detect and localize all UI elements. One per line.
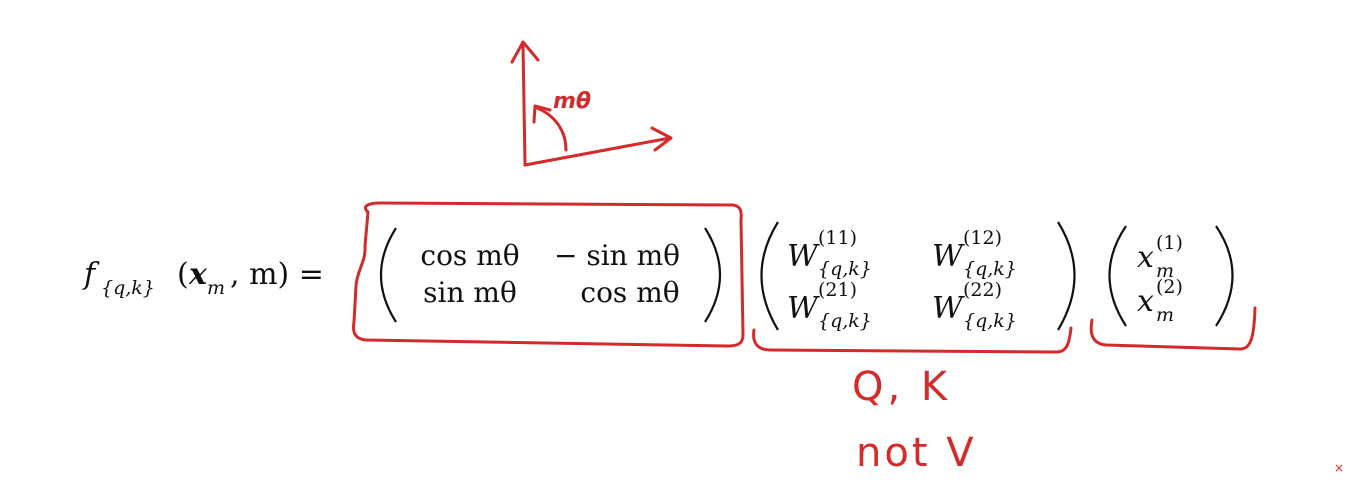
- weight-matrix-bracket: [752, 326, 1073, 354]
- x2-base: x: [1137, 284, 1154, 319]
- rotation-r1c2: − sin mθ: [554, 239, 680, 272]
- qk-label: Q, K: [852, 364, 951, 410]
- weight-matrix: W (11) {q,k} W (12) {q,k} W (21) {q,k} W…: [760, 221, 1076, 332]
- vector-bracket: [1089, 306, 1257, 351]
- x1-sup: (1): [1156, 232, 1183, 254]
- lhs-open-paren: (: [177, 257, 189, 292]
- w22-sup: (22): [963, 279, 1002, 301]
- corner-mark: ×: [1334, 461, 1344, 475]
- x2-sup: (2): [1156, 276, 1183, 298]
- rotation-left-paren: [380, 227, 397, 323]
- lhs-rest: , m) =: [230, 257, 324, 292]
- rotation-right-paren: [704, 227, 721, 323]
- equation-lhs: f {q,k} ( x m , m) =: [82, 257, 324, 299]
- weight-right-paren: [1057, 221, 1076, 331]
- rotation-axes-sketch: [510, 40, 673, 167]
- angle-arc-head: [532, 104, 552, 124]
- vector-left-paren: [1108, 225, 1127, 327]
- rotation-r2c1: sin mθ: [423, 276, 517, 309]
- not-v-label: not V: [856, 430, 977, 476]
- rotation-matrix-box: [352, 201, 745, 348]
- w21-base: W: [787, 291, 820, 326]
- w22-sub: {q,k}: [963, 310, 1017, 332]
- rotation-matrix: cos mθ − sin mθ sin mθ cos mθ: [380, 227, 721, 323]
- lhs-subscript: {q,k}: [101, 277, 155, 299]
- lhs-x-subscript: m: [207, 277, 225, 299]
- w22-base: W: [932, 291, 965, 326]
- x1-base: x: [1137, 240, 1154, 275]
- w12-sub: {q,k}: [963, 258, 1017, 280]
- w21-sup: (21): [818, 279, 857, 301]
- y-axis-arrow-head: [510, 40, 540, 64]
- angle-arc: [535, 106, 568, 152]
- input-vector: x (1) m x (2) m: [1108, 225, 1234, 327]
- w12-base: W: [932, 239, 965, 274]
- weight-left-paren: [760, 221, 779, 331]
- rotation-r1c1: cos mθ: [420, 239, 519, 272]
- lhs-x-bold: x: [188, 257, 208, 292]
- w11-base: W: [787, 239, 820, 274]
- angle-label: mθ: [553, 89, 591, 114]
- x-axis-arrow-head: [650, 126, 673, 152]
- red-markings: [352, 201, 1257, 354]
- w21-sub: {q,k}: [818, 310, 872, 332]
- x-axis-arrow: [523, 136, 672, 167]
- vector-right-paren: [1215, 225, 1234, 327]
- rotation-r2c2: cos mθ: [580, 276, 679, 309]
- w11-sup: (11): [818, 227, 857, 249]
- x2-sub: m: [1156, 304, 1174, 326]
- x1-sub: m: [1156, 260, 1174, 282]
- w12-sup: (12): [963, 227, 1002, 249]
- lhs-f: f: [82, 257, 100, 292]
- y-axis-arrow: [521, 42, 527, 167]
- w11-sub: {q,k}: [818, 258, 872, 280]
